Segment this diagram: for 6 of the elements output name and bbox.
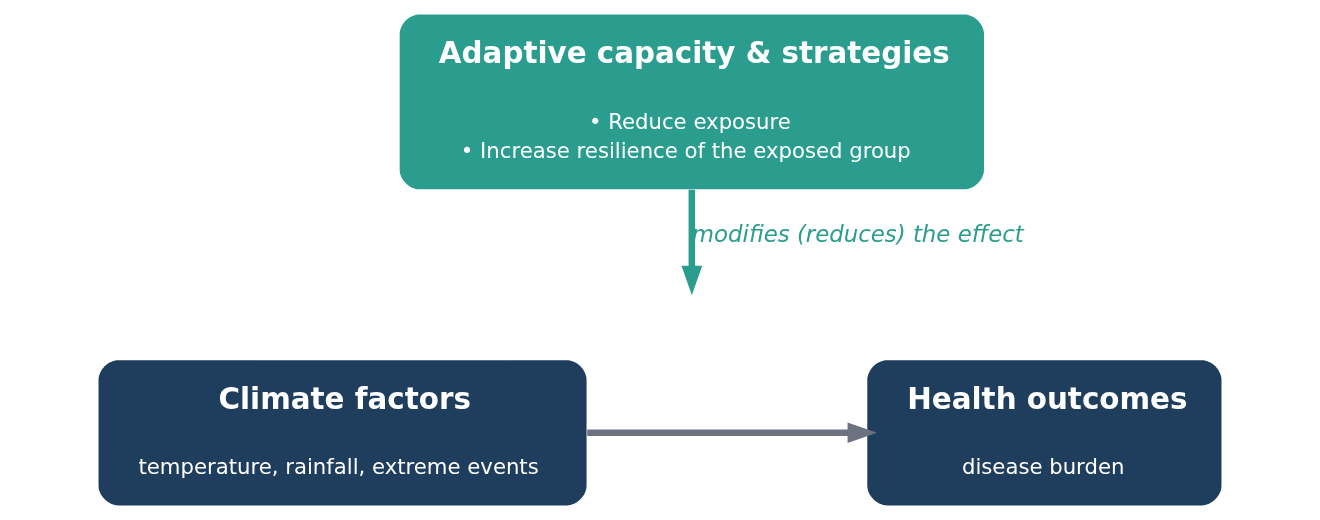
node-box: Health outcomes disease burden [867,360,1222,506]
edge-label: modifies (reduces) the effect [691,220,1024,247]
node-box: Climate factors temperature, rainfall, extreme events [98,360,587,506]
arrow [681,189,703,296]
node-box: Adaptive capacity & strategies • Reduce exposure • Increase resilience of the exposed group [399,14,984,190]
arrow [587,422,877,444]
